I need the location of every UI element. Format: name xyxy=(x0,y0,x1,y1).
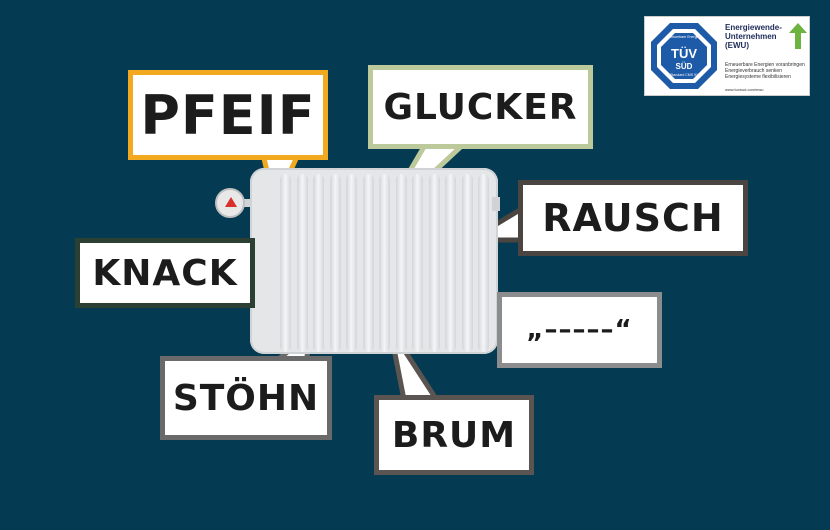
radiator-valve-icon xyxy=(215,188,245,218)
badge-title-line: (EWU) xyxy=(725,41,749,50)
badge-subtitle: Erneuerbare Energien voranbringen Energi… xyxy=(725,62,809,80)
radiator-fin xyxy=(329,174,341,352)
certification-badge: Erneuerbare Energien TÜV SÜD Standard CM… xyxy=(644,16,810,96)
seal-brand-bottom: SÜD xyxy=(676,62,693,71)
badge-title-line: Energiewende- xyxy=(725,23,782,32)
radiator-fin xyxy=(428,174,440,352)
badge-sub-line: Erneuerbare Energien voranbringen xyxy=(725,62,805,68)
radiator-fin xyxy=(346,174,357,352)
badge-sub-line: Energieverbrauch senken xyxy=(725,68,782,74)
radiator-fin xyxy=(445,174,456,352)
badge-title: Energiewende- Unternehmen (EWU) xyxy=(725,23,787,50)
radiator-fin xyxy=(296,174,308,352)
radiator-fin xyxy=(461,174,473,352)
bubble-dash: „–––––“ xyxy=(497,292,662,368)
bubble-glucker: GLUCKER xyxy=(368,65,593,149)
radiator-fin xyxy=(379,174,390,352)
seal-brand-top: TÜV xyxy=(671,46,697,61)
bubble-brum: BRUM xyxy=(374,395,534,475)
bubble-stoehn: STÖHN xyxy=(160,356,332,440)
radiator-fin xyxy=(478,174,489,352)
seal-bottom-text: Standard CMS 91 xyxy=(670,73,698,77)
bubble-knack: KNACK xyxy=(75,238,255,308)
radiator-fin xyxy=(362,174,374,352)
green-arrow-icon xyxy=(789,23,807,49)
radiator-fin xyxy=(395,174,407,352)
bubble-pfeif: PFEIF xyxy=(128,70,328,160)
badge-title-line: Unternehmen xyxy=(725,32,777,41)
badge-sub-line: Energiesysteme flexibilisieren xyxy=(725,74,791,80)
badge-url: www.tuvsud.com/ewu xyxy=(725,87,764,92)
radiator-fin xyxy=(412,174,423,352)
bubble-rausch: RAUSCH xyxy=(518,180,748,256)
radiator-pipe xyxy=(492,197,500,211)
radiator-fin xyxy=(313,174,324,352)
valve-stem xyxy=(243,199,253,207)
radiator-fin xyxy=(280,174,291,352)
tuv-sud-seal-icon: Erneuerbare Energien TÜV SÜD Standard CM… xyxy=(651,23,717,89)
seal-top-text: Erneuerbare Energien xyxy=(667,35,701,39)
radiator-body xyxy=(250,168,498,354)
